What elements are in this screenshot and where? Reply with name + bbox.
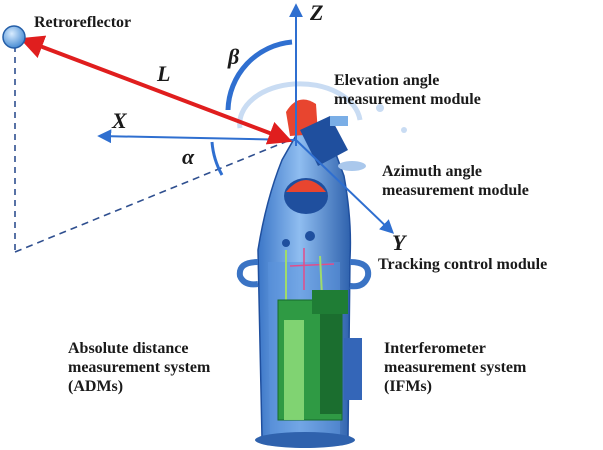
retroreflector-label: Retroreflector xyxy=(34,14,132,31)
z-axis-label: Z xyxy=(310,0,324,25)
adms-label: Absolute distance measurement system (AD… xyxy=(68,340,211,395)
elevation-angle-symbol: β xyxy=(228,44,240,69)
x-axis-label: X xyxy=(112,108,127,133)
tracking-module-label: Tracking control module xyxy=(378,256,548,273)
axes xyxy=(97,3,395,234)
y-axis-line xyxy=(295,139,395,234)
ring-dot xyxy=(376,104,384,112)
azimuth-angle-symbol: α xyxy=(182,144,195,169)
measurement-blocks xyxy=(277,290,348,421)
projection-lines xyxy=(14,46,291,253)
laser-beam xyxy=(19,35,293,145)
distance-symbol: L xyxy=(157,61,171,86)
azimuth-module xyxy=(284,178,328,214)
tracking-module xyxy=(282,231,335,306)
elevation-module-label: Elevation angle measurement module xyxy=(334,72,481,108)
y-axis-label: Y xyxy=(392,230,406,255)
x-axis-line xyxy=(97,129,297,144)
ring-dot xyxy=(401,127,407,133)
azimuth-module-label: Azimuth angle measurement module xyxy=(382,163,529,199)
retroreflector-ball xyxy=(2,25,26,49)
elevation-head xyxy=(286,99,366,171)
ifms-label: Interferometer measurement system (IFMs) xyxy=(384,340,527,395)
